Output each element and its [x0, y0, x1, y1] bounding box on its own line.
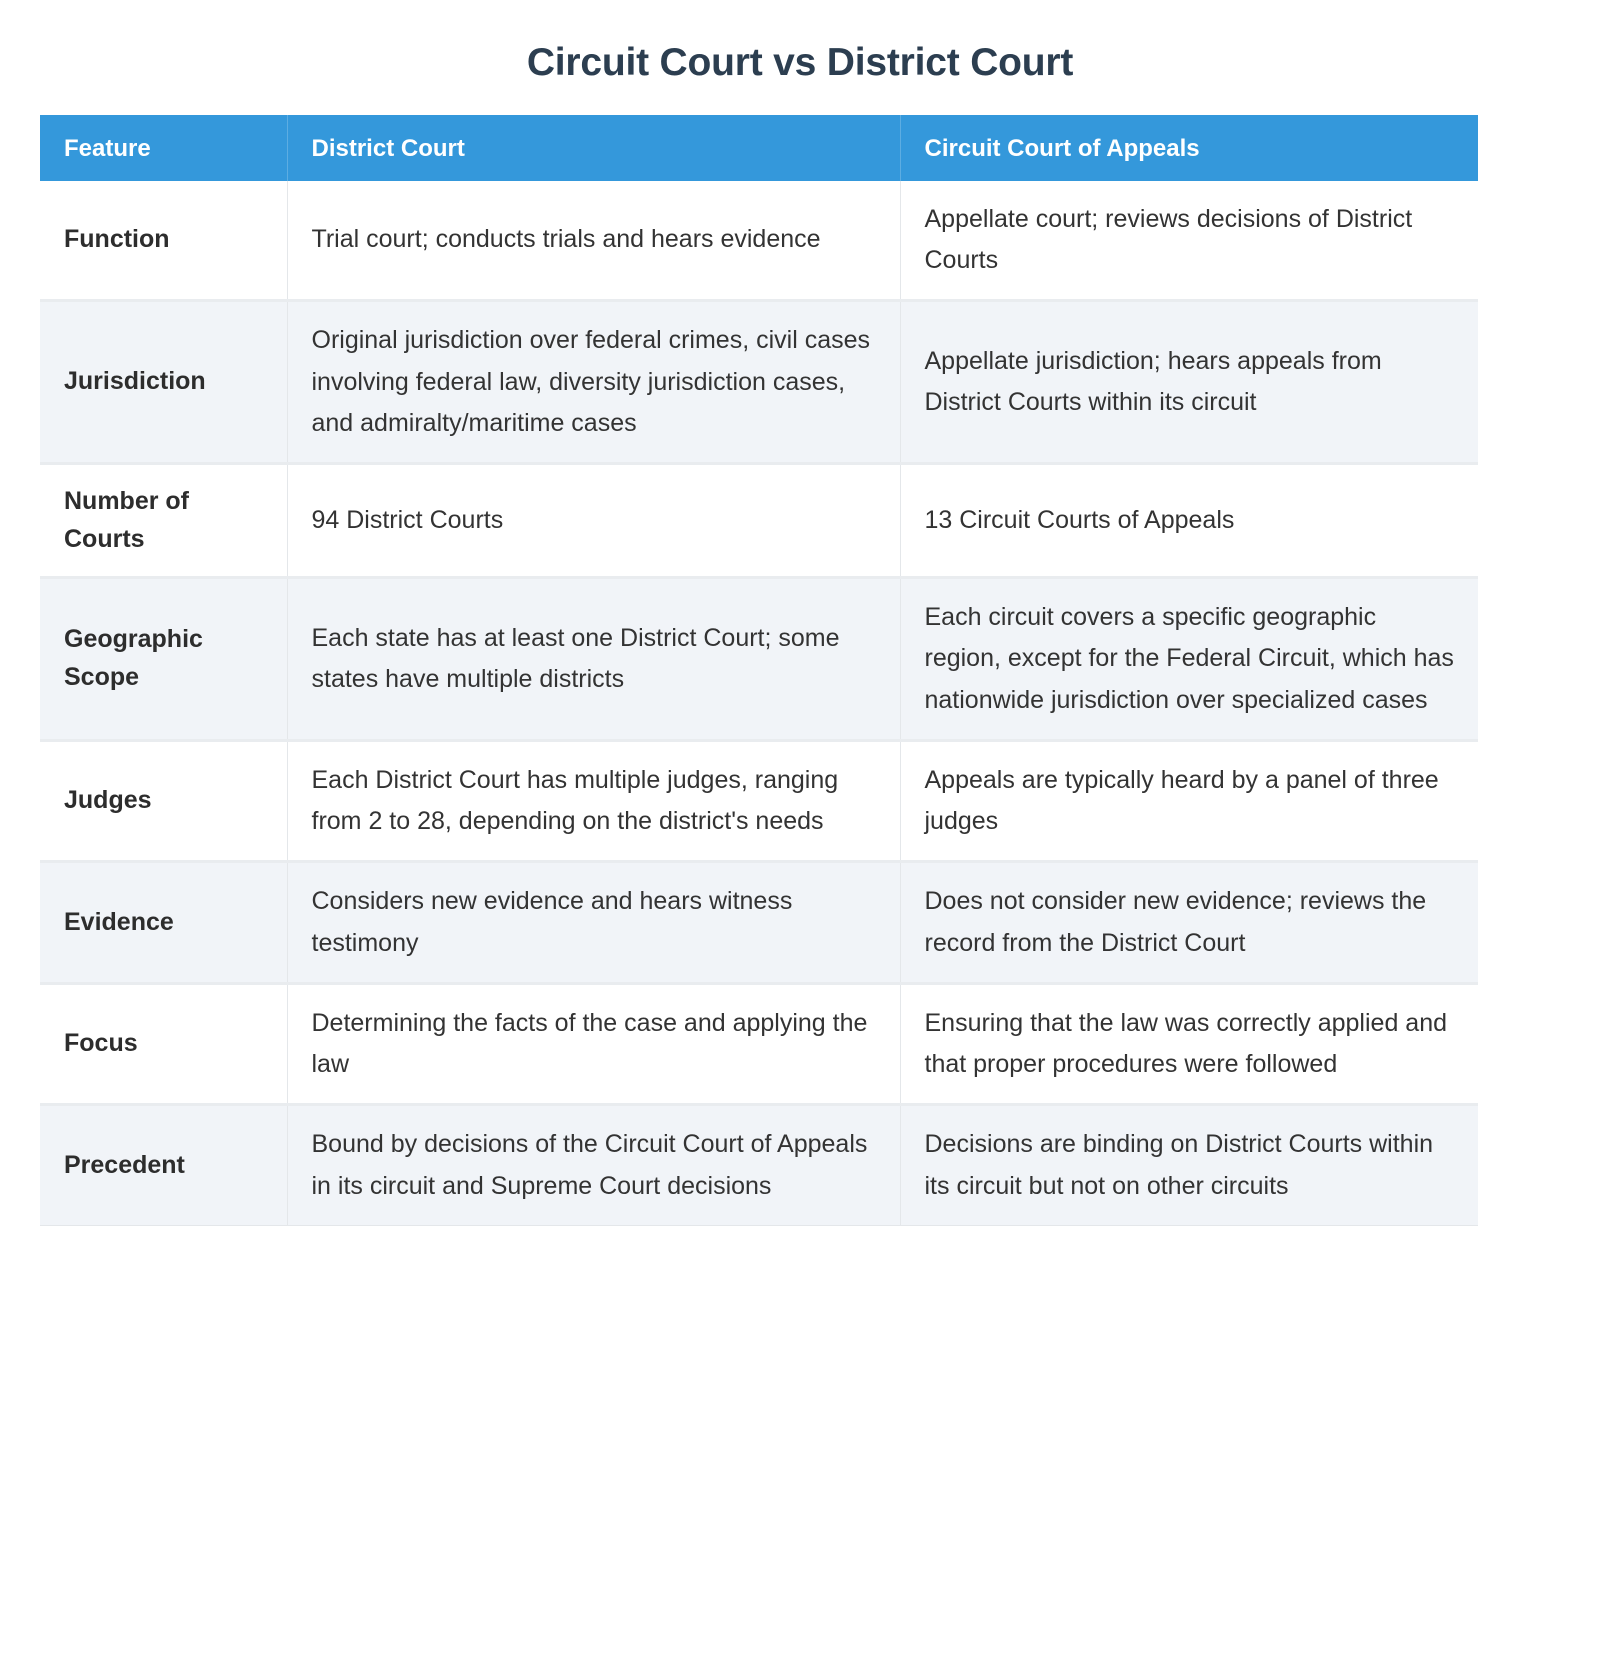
table-row: Number of Courts 94 District Courts 13 C… [40, 463, 1478, 580]
cell-feature: Focus [40, 983, 288, 1107]
cell-feature: Geographic Scope [40, 577, 288, 742]
cell-district-court: 94 District Courts [287, 463, 901, 580]
table-row: Geographic Scope Each state has at least… [40, 577, 1478, 742]
table-container: Feature District Court Circuit Court of … [40, 114, 1478, 1226]
cell-circuit-court: Does not consider new evidence; reviews … [900, 861, 1478, 985]
page-title: Circuit Court vs District Court [526, 41, 1074, 84]
column-header-district-court: District Court [287, 114, 901, 181]
cell-district-court: Trial court; conducts trials and hears e… [287, 180, 901, 303]
table-header: Feature District Court Circuit Court of … [40, 114, 1478, 181]
cell-feature: Function [40, 180, 288, 303]
cell-circuit-court: Appeals are typically heard by a panel o… [900, 740, 1478, 864]
cell-district-court: Original jurisdiction over federal crime… [287, 300, 901, 466]
cell-district-court: Each District Court has multiple judges,… [287, 740, 901, 864]
table-row: Precedent Bound by decisions of the Circ… [40, 1104, 1478, 1226]
cell-feature: Judges [40, 740, 288, 864]
cell-district-court: Determining the facts of the case and ap… [287, 983, 901, 1107]
cell-circuit-court: Appellate jurisdiction; hears appeals fr… [900, 300, 1478, 466]
cell-feature: Evidence [40, 861, 288, 985]
cell-district-court: Each state has at least one District Cou… [287, 577, 901, 742]
column-header-feature: Feature [40, 114, 288, 181]
table-row: Focus Determining the facts of the case … [40, 983, 1478, 1107]
cell-district-court: Bound by decisions of the Circuit Court … [287, 1104, 901, 1226]
table-row: Evidence Considers new evidence and hear… [40, 861, 1478, 985]
table-row: Jurisdiction Original jurisdiction over … [40, 300, 1478, 466]
cell-circuit-court: Appellate court; reviews decisions of Di… [900, 180, 1478, 303]
table-row: Judges Each District Court has multiple … [40, 740, 1478, 864]
cell-circuit-court: Ensuring that the law was correctly appl… [900, 983, 1478, 1107]
cell-feature: Number of Courts [40, 463, 288, 580]
cell-feature: Jurisdiction [40, 300, 288, 466]
column-header-circuit-court: Circuit Court of Appeals [900, 114, 1478, 181]
table-row: Function Trial court; conducts trials an… [40, 180, 1478, 303]
cell-circuit-court: Decisions are binding on District Courts… [900, 1104, 1478, 1226]
table-header-row: Feature District Court Circuit Court of … [40, 114, 1478, 181]
table-body: Function Trial court; conducts trials an… [40, 180, 1478, 1226]
comparison-table: Feature District Court Circuit Court of … [40, 114, 1478, 1226]
cell-district-court: Considers new evidence and hears witness… [287, 861, 901, 985]
cell-circuit-court: 13 Circuit Courts of Appeals [900, 463, 1478, 580]
cell-circuit-court: Each circuit covers a specific geographi… [900, 577, 1478, 742]
cell-feature: Precedent [40, 1104, 288, 1226]
